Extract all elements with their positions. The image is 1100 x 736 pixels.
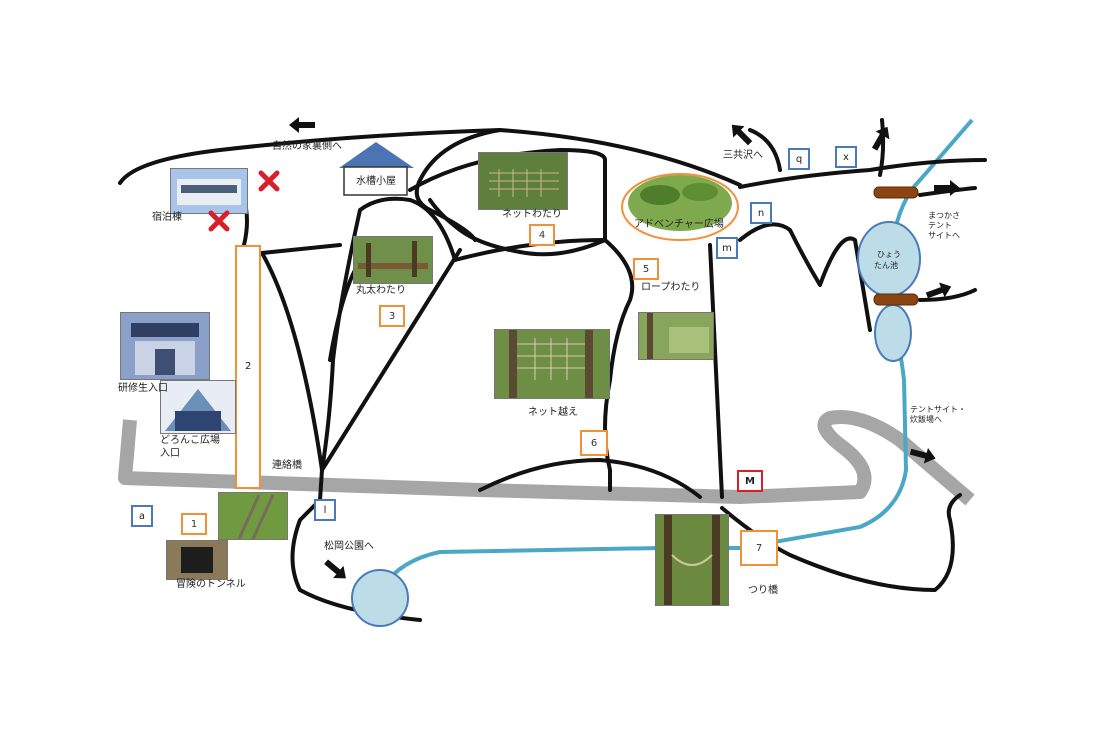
log-bridge-lower (873, 293, 919, 306)
hyotan-pond-label-1: ひょう (877, 250, 901, 259)
station-1-marker: 1 (181, 513, 207, 535)
station-5-marker: 5 (633, 258, 659, 280)
net-climb-photo (494, 329, 610, 399)
trainee-entrance-label: 研修生入口 (118, 383, 168, 394)
point-M-marker: M (737, 470, 763, 492)
doronko-entrance-photo (160, 380, 236, 434)
arrow-up-left-icon (731, 124, 753, 146)
net-climb-label: ネット越え (528, 407, 578, 418)
arrow-up-icon (871, 126, 890, 151)
station-4-marker: 4 (529, 224, 555, 246)
net-crossing-photo (478, 152, 568, 210)
tunnel-entrance-photo (218, 492, 288, 540)
lodging-label: 宿泊棟 (152, 212, 182, 223)
connecting-bridge-label: 連絡橋 (272, 460, 302, 471)
rope-crossing-photo (638, 312, 714, 360)
point-x-marker: x (835, 146, 857, 168)
point-m-marker: m (716, 237, 738, 259)
arrow-right-icon (909, 448, 936, 464)
main-road (118, 410, 975, 506)
sankyozawa-label: 三共沢へ (723, 150, 763, 161)
matsukasa-label-1: まつかさ (928, 211, 960, 220)
log-crossing-photo (353, 236, 433, 284)
arrow-down-right-icon (324, 559, 346, 579)
matsukasa-label-2: テント (928, 221, 952, 230)
suspension-bridge-label: つり橋 (748, 585, 778, 596)
station-3-marker: 3 (379, 305, 405, 327)
station-7-marker: 7 (740, 530, 778, 566)
matsuoka-pond (351, 569, 409, 627)
point-q-marker: q (788, 148, 810, 170)
lodging-photo (170, 168, 248, 214)
log-crossing-label: 丸太わたり (356, 285, 406, 296)
hyotan-pond-label-2: たん池 (874, 261, 898, 270)
adventure-plaza-photo (628, 175, 732, 231)
station-6-marker: 6 (580, 430, 608, 456)
log-bridge-upper (873, 186, 919, 199)
closed-mark-icon (208, 210, 230, 232)
adventure-plaza-label: アドベンチャー広場 (634, 219, 724, 230)
closed-mark-icon (258, 170, 280, 192)
arrow-right-icon (925, 282, 952, 299)
water-hut-label: 水槽小屋 (356, 176, 396, 187)
rope-crossing-label: ロープわたり (641, 282, 701, 293)
point-a-marker: a (131, 505, 153, 527)
matsuoka-park-label: 松岡公園へ (324, 541, 374, 552)
matsukasa-label-3: サイトへ (928, 231, 960, 240)
tunnel-label: 冒険のトンネル (176, 579, 246, 590)
station-2-box (235, 245, 261, 489)
tent-site-label-1: テントサイト・ (910, 405, 966, 414)
doronko-entrance-label-2: 入口 (160, 448, 180, 459)
net-crossing-label: ネットわたり (502, 209, 562, 220)
station-2-marker: 2 (245, 361, 252, 372)
tunnel-photo (166, 540, 228, 580)
point-n-marker: n (750, 202, 772, 224)
hyotan-pond-lower (874, 304, 912, 362)
doronko-entrance-label: どろんこ広場 (160, 435, 220, 446)
suspension-bridge-photo (655, 514, 729, 606)
point-l-marker: l (314, 499, 336, 521)
water-hut-icon (339, 142, 414, 196)
trainee-entrance-photo (120, 312, 210, 380)
arrow-left-icon (289, 117, 315, 133)
arrow-right-icon (934, 180, 960, 196)
tent-site-label-2: 炊飯場へ (910, 415, 942, 424)
nature-house-label: 自然の家裏側へ (272, 141, 342, 152)
